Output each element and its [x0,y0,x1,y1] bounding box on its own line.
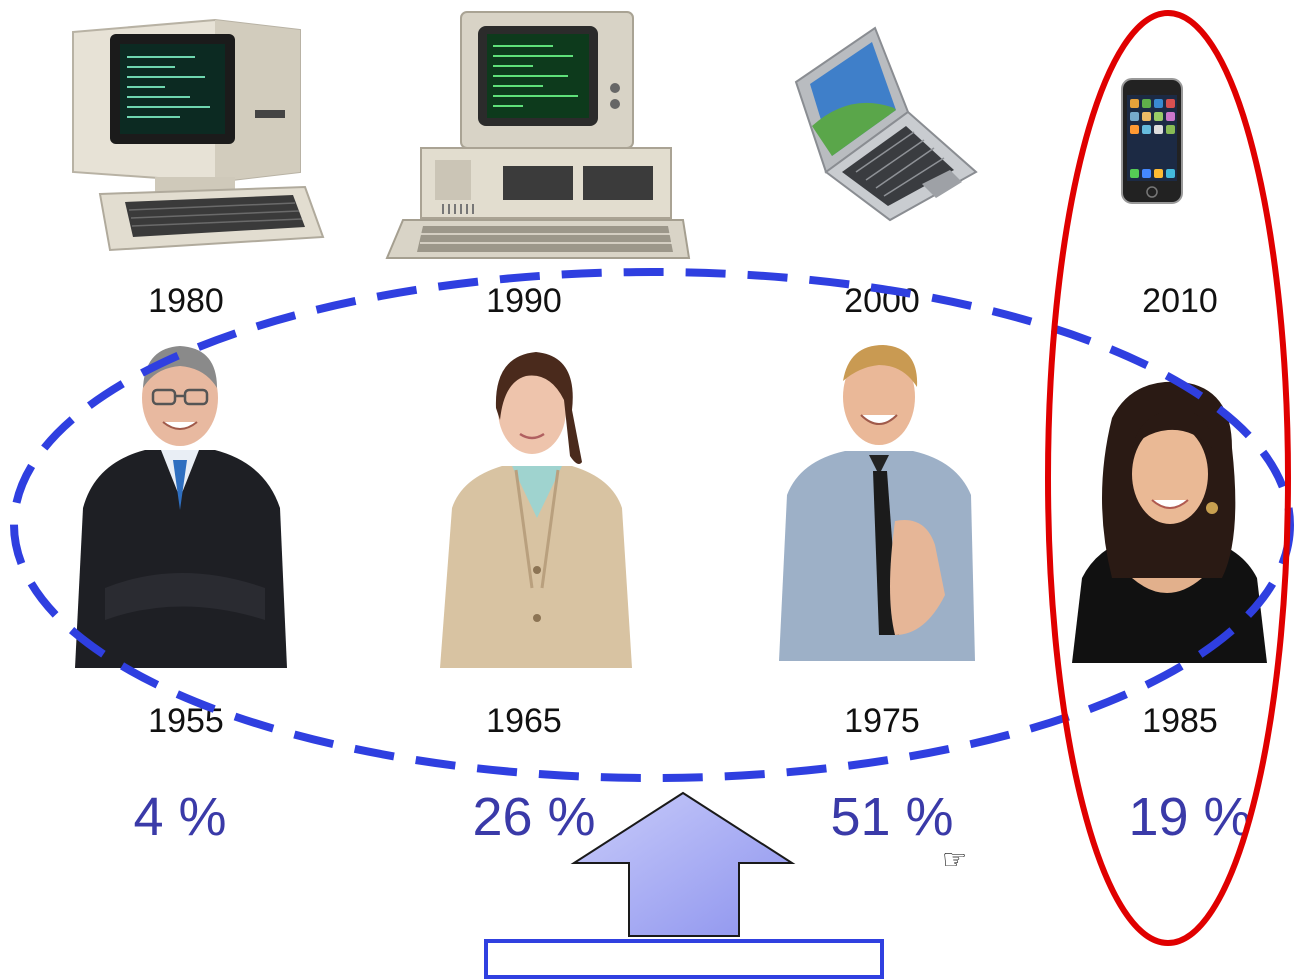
young-woman-photo [1072,381,1267,663]
desktop-pc-icon [385,11,691,259]
share-1985: 19 % [1128,787,1252,847]
device-year-1980: 1980 [148,282,224,320]
smartphone-icon [1121,78,1183,204]
hand-pointer-icon: ☞ [942,843,968,876]
birth-year-1965: 1965 [486,702,562,740]
red-ellipse-highlight [1045,10,1291,946]
device-year-1990: 1990 [486,282,562,320]
share-1955: 4 % [133,787,227,847]
device-year-2010: 2010 [1142,282,1218,320]
up-arrow-icon [570,791,796,937]
share-1975: 51 % [830,787,954,847]
laptop-icon [794,26,978,222]
businesswoman-photo [440,352,632,668]
terminal-computer-icon [72,18,325,252]
birth-year-1975: 1975 [844,702,920,740]
bottom-label-box [484,939,884,979]
young-man-photo [779,345,975,661]
share-1965: 26 % [472,787,596,847]
birth-year-1985: 1985 [1142,702,1218,740]
businessman-photo [75,346,287,668]
